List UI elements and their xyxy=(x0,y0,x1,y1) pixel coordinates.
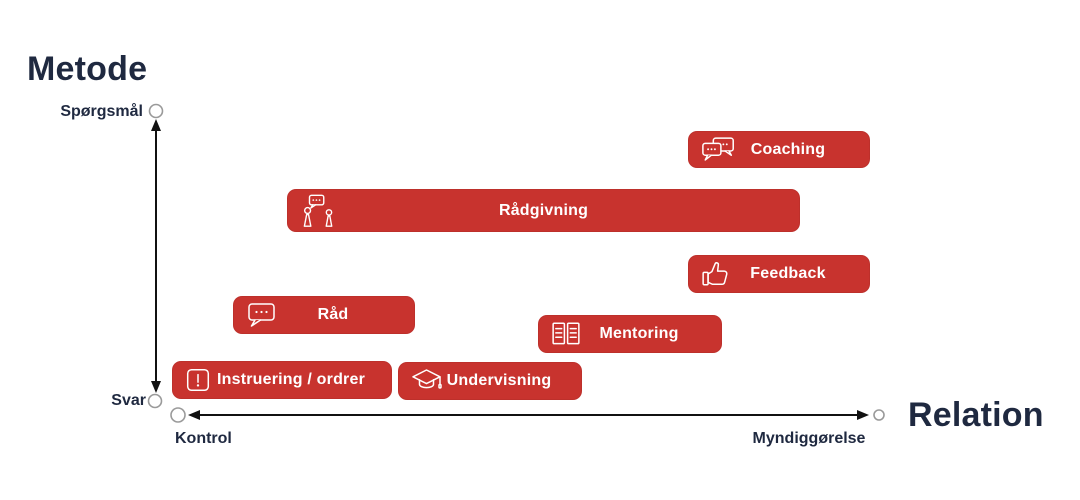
chat-bubbles-icon xyxy=(701,131,737,168)
x-axis-title: Relation xyxy=(908,396,1044,434)
x-axis-left-endpoint xyxy=(170,407,186,423)
people-talk-icon xyxy=(300,189,338,232)
open-book-icon xyxy=(551,315,581,353)
thumbs-up-icon xyxy=(701,255,731,293)
y-axis-bottom-endpoint xyxy=(147,393,163,409)
method-box-label: Råd xyxy=(317,306,349,323)
x-axis-right-label: Myndiggørelse xyxy=(752,430,866,447)
method-box-label: Feedback xyxy=(750,265,826,282)
y-axis-arrow-top xyxy=(151,119,161,131)
method-box-mentoring: Mentoring xyxy=(538,315,722,353)
exclamation-icon xyxy=(185,361,211,399)
method-box-coaching: Coaching xyxy=(688,131,870,168)
method-box-label: Mentoring xyxy=(599,325,679,342)
x-axis-arrow-left xyxy=(188,410,200,420)
method-box-undervisning: Undervisning xyxy=(398,362,582,400)
y-axis-top-endpoint xyxy=(148,103,164,119)
speech-bubble-icon xyxy=(246,296,278,334)
y-axis-top-label: Spørgsmål xyxy=(60,103,143,120)
y-axis-arrow-bottom xyxy=(151,381,161,393)
method-box-label: Instruering / ordrer xyxy=(216,371,366,388)
method-box-raadgivning: Rådgivning xyxy=(287,189,800,232)
method-box-label: Coaching xyxy=(750,140,826,158)
graduation-cap-icon xyxy=(411,362,443,400)
y-axis-title: Metode xyxy=(27,50,148,88)
method-box-raad: Råd xyxy=(233,296,415,334)
method-box-label: Rådgivning xyxy=(498,201,589,219)
method-box-instruering: Instruering / ordrer xyxy=(172,361,392,399)
method-box-label: Undervisning xyxy=(446,372,552,389)
x-axis-arrow-right xyxy=(857,410,869,420)
x-axis-left-label: Kontrol xyxy=(175,430,232,447)
y-axis-bottom-label: Svar xyxy=(111,392,146,409)
x-axis-right-endpoint xyxy=(873,409,885,421)
method-box-feedback: Feedback xyxy=(688,255,870,293)
